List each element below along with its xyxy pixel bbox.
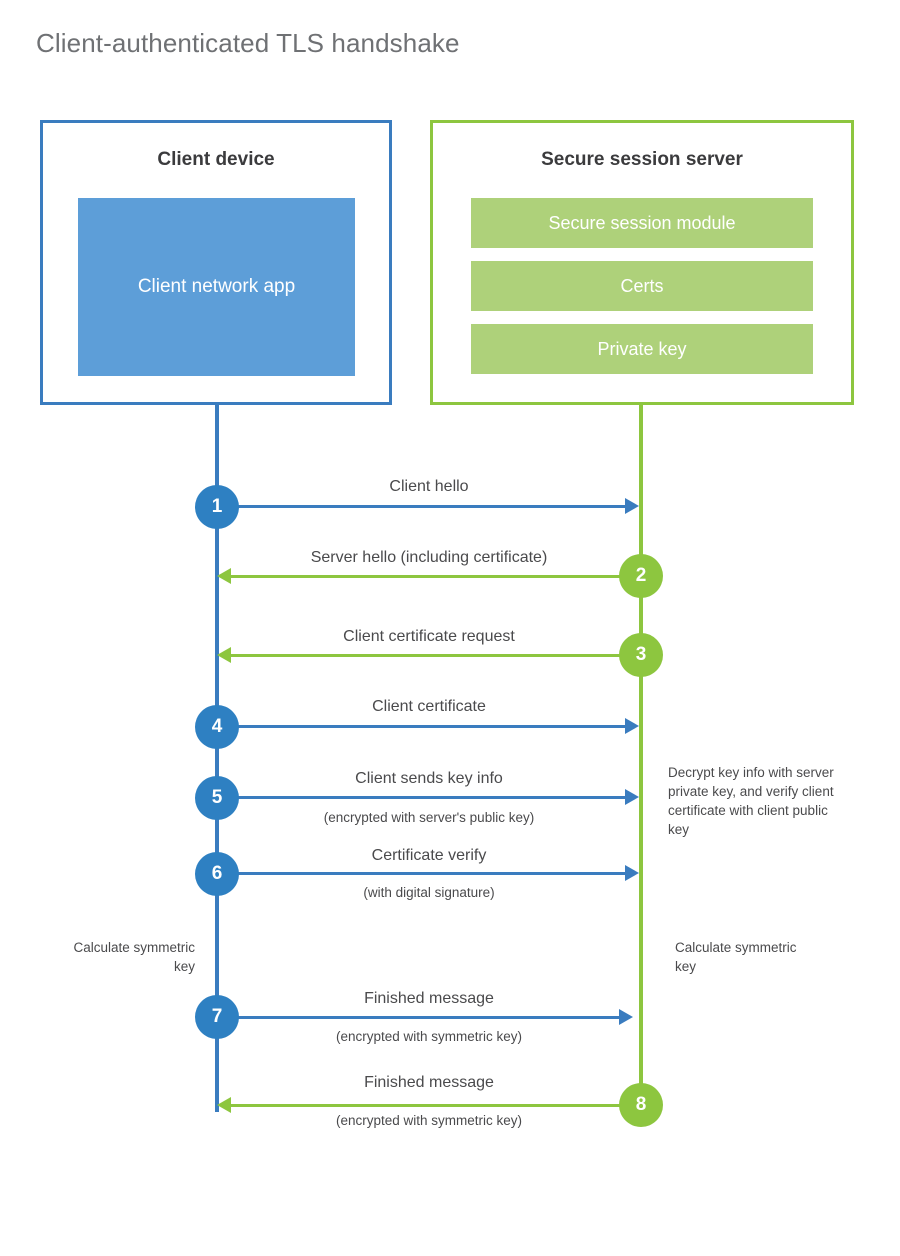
step-2-arrow-line xyxy=(231,575,641,578)
client-lifeline xyxy=(215,405,219,1112)
server-component-secure-session-module: Secure session module xyxy=(471,198,813,248)
server-component-private-key: Private key xyxy=(471,324,813,374)
step-7-circle: 7 xyxy=(195,995,239,1039)
step-5-circle: 5 xyxy=(195,776,239,820)
step-5-label: Client sends key info xyxy=(355,770,503,787)
step-6-circle: 6 xyxy=(195,852,239,896)
step-6-label: Certificate verify xyxy=(371,847,487,864)
step-6-arrow-line xyxy=(217,872,627,875)
client-device-title: Client device xyxy=(157,149,275,170)
step-3-circle: 3 xyxy=(619,633,663,677)
step-5-arrow-head-icon xyxy=(625,789,639,805)
step-7-arrow-head-icon xyxy=(619,1009,633,1025)
step-3-arrow-line xyxy=(231,654,641,657)
step-7-arrow-line xyxy=(217,1016,621,1019)
step-4-label: Client certificate xyxy=(372,698,486,715)
step-2-label: Server hello (including certificate) xyxy=(310,549,548,566)
server-component-certs: Certs xyxy=(471,261,813,311)
secure-session-server-box: Secure session server Secure session mod… xyxy=(430,120,854,405)
step-8-circle: 8 xyxy=(619,1083,663,1127)
step-2-arrow-head-icon xyxy=(217,568,231,584)
server-lifeline xyxy=(639,405,643,1105)
step-8-sublabel: (encrypted with symmetric key) xyxy=(335,1113,523,1128)
client-calculate-symmetric-key-note: Calculate symmetric key xyxy=(73,940,195,975)
step-6-sublabel: (with digital signature) xyxy=(363,885,495,900)
server-components-list: Secure session module Certs Private key xyxy=(471,198,813,387)
step-1-label: Client hello xyxy=(389,478,469,495)
step-3-label: Client certificate request xyxy=(343,628,515,645)
server-decrypt-note: Decrypt key info with server private key… xyxy=(668,765,834,838)
step-7-label: Finished message xyxy=(364,990,494,1007)
step-8-label: Finished message xyxy=(364,1074,494,1091)
step-3-arrow-head-icon xyxy=(217,647,231,663)
step-7-sublabel: (encrypted with symmetric key) xyxy=(335,1029,523,1044)
step-8-arrow-head-icon xyxy=(217,1097,231,1113)
step-4-arrow-head-icon xyxy=(625,718,639,734)
step-5-arrow-line xyxy=(217,796,627,799)
server-calculate-symmetric-key-note: Calculate symmetric key xyxy=(675,940,797,975)
step-1-arrow-head-icon xyxy=(625,498,639,514)
step-2-circle: 2 xyxy=(619,554,663,598)
step-1-circle: 1 xyxy=(195,485,239,529)
step-4-circle: 4 xyxy=(195,705,239,749)
secure-session-server-title: Secure session server xyxy=(541,149,743,170)
step-1-arrow-line xyxy=(217,505,627,508)
step-8-arrow-line xyxy=(231,1104,641,1107)
step-6-arrow-head-icon xyxy=(625,865,639,881)
step-4-arrow-line xyxy=(217,725,627,728)
step-5-sublabel: (encrypted with server's public key) xyxy=(323,810,535,825)
client-device-box: Client device Client network app xyxy=(40,120,392,405)
client-network-app-block: Client network app xyxy=(78,198,355,376)
page-title: Client-authenticated TLS handshake xyxy=(36,28,460,58)
